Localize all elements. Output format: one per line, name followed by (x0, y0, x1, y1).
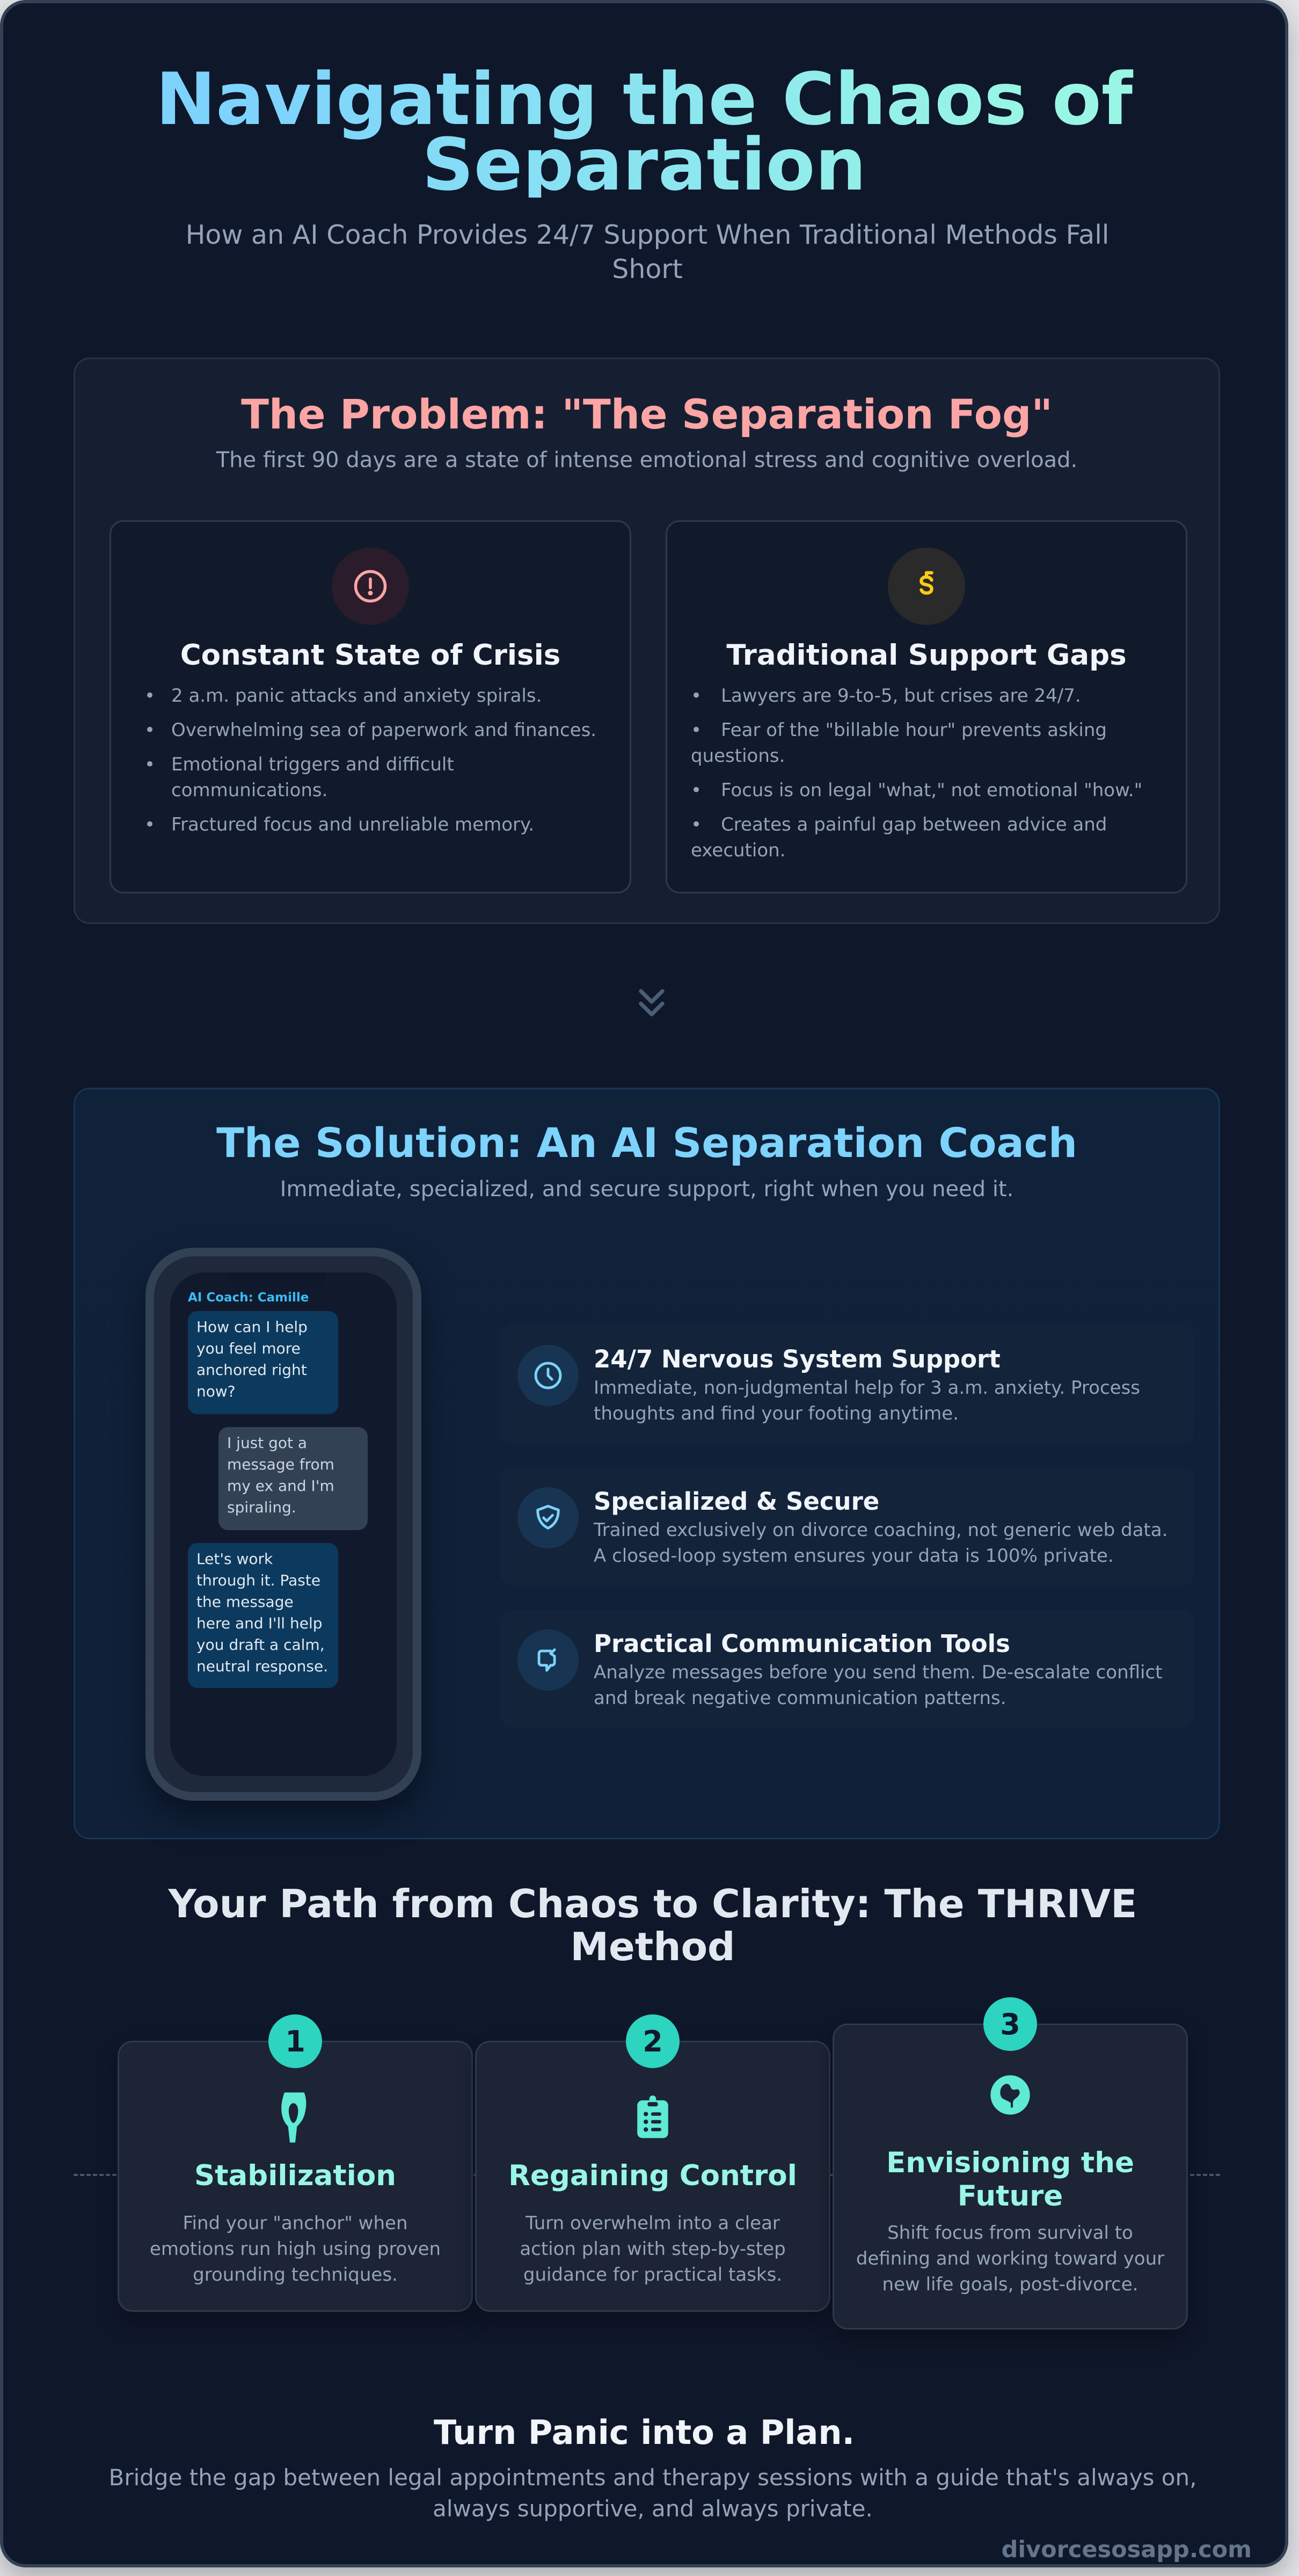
chat-bubble-ai: How can I help you feel more anchored ri… (188, 1311, 338, 1414)
chat-header: AI Coach: Camille (188, 1291, 309, 1305)
problem-title: The Problem: "The Separation Fog" (241, 390, 1053, 438)
cta-subtitle: Bridge the gap between legal appointment… (108, 2464, 1197, 2522)
page-title: Navigating the Chaos of Separation (3, 63, 1285, 201)
list-item: Fractured focus and unreliable memory. (144, 812, 608, 838)
feature-specialized-secure: Specialized & Secure Trained exclusively… (500, 1468, 1194, 1585)
feature-title: Practical Communication Tools (594, 1629, 1010, 1658)
step-title: Envisioning the Future (886, 2146, 1134, 2213)
feature-description: Analyze messages before you send them. D… (594, 1662, 1163, 1709)
step-title: Regaining Control (508, 2159, 797, 2192)
solution-title: The Solution: An AI Separation Coach (216, 1119, 1077, 1167)
page-subtitle: How an AI Coach Provides 24/7 Support Wh… (185, 220, 1110, 285)
list-item: 2 a.m. panic attacks and anxiety spirals… (144, 683, 608, 709)
step-title: Stabilization (194, 2159, 396, 2192)
list-item: Creates a painful gap between advice and… (691, 812, 1164, 863)
step-number-badge: 1 (268, 2014, 322, 2068)
feature-title: Specialized & Secure (594, 1487, 880, 1516)
support-gaps-title: Traditional Support Gaps (726, 639, 1127, 672)
solution-section: The Solution: An AI Separation Coach Imm… (74, 1088, 1220, 1839)
step-description: Shift focus from survival to defining an… (856, 2222, 1165, 2295)
chat-bubble-user: I just got a message from my ex and I'm … (218, 1427, 368, 1530)
phone-mockup: AI Coach: Camille How can I help you fee… (145, 1248, 421, 1801)
list-item: Fear of the "billable hour" prevents ask… (691, 717, 1164, 769)
list-item: Emotional triggers and difficult communi… (144, 752, 608, 803)
step-number-badge: 2 (626, 2014, 680, 2068)
step-number-badge: 3 (983, 1997, 1037, 2051)
step-envisioning-future: 3 Envisioning the Future Shift focus fro… (833, 1997, 1188, 2330)
phone-notch (229, 1272, 326, 1287)
crisis-list: 2 a.m. panic attacks and anxiety spirals… (144, 683, 608, 846)
list-item: Lawyers are 9-to-5, but crises are 24/7. (691, 683, 1164, 709)
dollar-icon (888, 548, 965, 625)
problem-section: The Problem: "The Separation Fog" The fi… (74, 358, 1220, 924)
cta-title: Turn Panic into a Plan. (433, 2413, 855, 2452)
step-description: Turn overwhelm into a clear action plan … (520, 2213, 786, 2286)
message-bubble-icon (517, 1629, 579, 1691)
anchor-icon (268, 2091, 322, 2144)
thrive-title: Your Path from Chaos to Clarity: The THR… (168, 1881, 1137, 1969)
step-regaining-control: 2 Regaining Control Turn overwhelm into … (475, 2014, 830, 2312)
support-gaps-card: Traditional Support Gaps Lawyers are 9-t… (666, 520, 1187, 893)
feature-description: Trained exclusively on divorce coaching,… (594, 1519, 1168, 1567)
clipboard-list-icon (626, 2091, 680, 2144)
crisis-card-title: Constant State of Crisis (180, 639, 561, 672)
globe-icon (983, 2068, 1037, 2122)
feature-title: 24/7 Nervous System Support (594, 1345, 1001, 1373)
feature-description: Immediate, non-judgmental help for 3 a.m… (594, 1377, 1140, 1424)
step-stabilization: 1 Stabilization Find your "anchor" when … (118, 2014, 473, 2312)
list-item: Overwhelming sea of paperwork and financ… (144, 717, 608, 743)
support-gaps-list: Lawyers are 9-to-5, but crises are 24/7.… (691, 683, 1164, 872)
list-item: Focus is on legal "what," not emotional … (691, 777, 1164, 803)
shield-check-icon (517, 1487, 579, 1548)
feature-nervous-system-support: 24/7 Nervous System Support Immediate, n… (500, 1326, 1194, 1443)
problem-subtitle: The first 90 days are a state of intense… (216, 448, 1078, 472)
step-description: Find your "anchor" when emotions run hig… (149, 2213, 441, 2286)
double-chevron-down-icon (630, 980, 673, 1023)
chat-bubble-ai: Let's work through it. Paste the message… (188, 1543, 338, 1688)
alert-circle-icon (332, 548, 409, 625)
clock-icon (517, 1345, 579, 1406)
phone-screen: AI Coach: Camille How can I help you fee… (170, 1272, 397, 1776)
solution-subtitle: Immediate, specialized, and secure suppo… (280, 1177, 1014, 1202)
crisis-card: Constant State of Crisis 2 a.m. panic at… (110, 520, 631, 893)
feature-communication-tools: Practical Communication Tools Analyze me… (500, 1610, 1194, 1727)
website-link[interactable]: divorcesosapp.com (1001, 2536, 1252, 2563)
